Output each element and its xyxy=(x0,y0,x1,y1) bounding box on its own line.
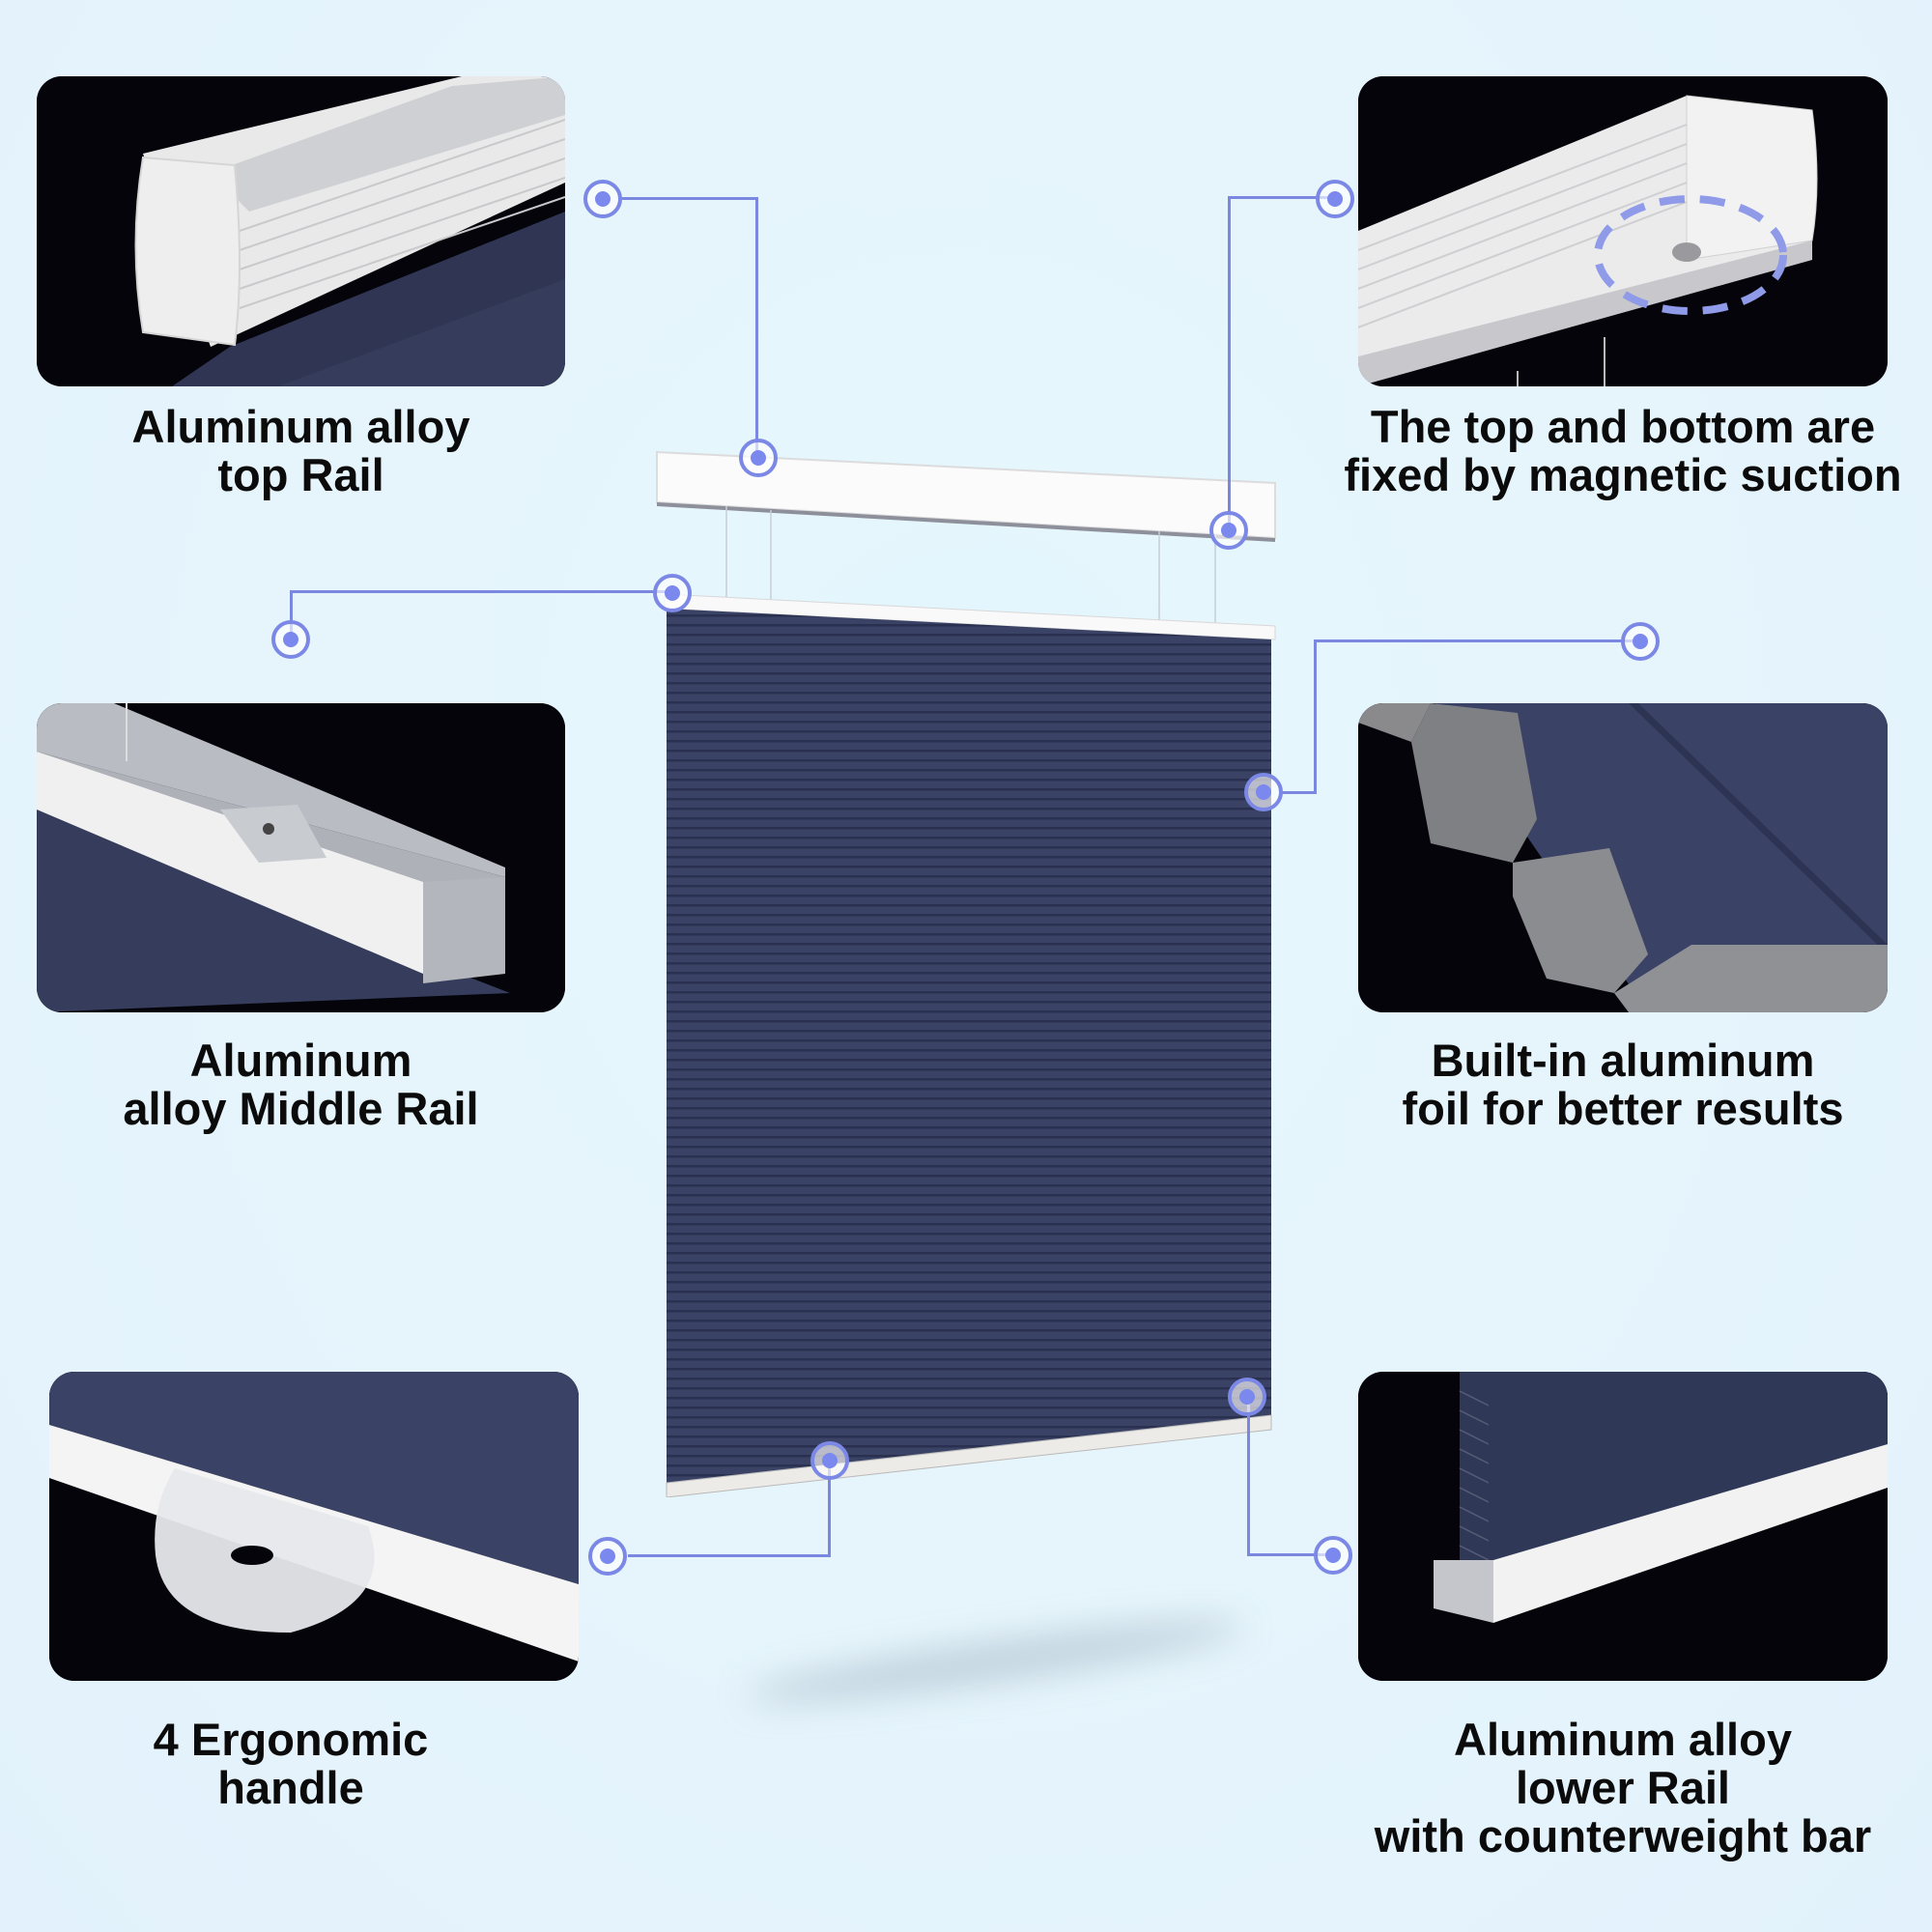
handle-closeup-image xyxy=(49,1372,579,1681)
callout-dot-icon xyxy=(1314,1536,1352,1575)
callout-line xyxy=(1314,639,1317,794)
callout-dot-icon xyxy=(588,1537,627,1576)
handle-caption: 4 Ergonomic handle xyxy=(153,1714,429,1813)
honeycomb-foil-closeup-image xyxy=(1358,703,1888,1012)
callout-line xyxy=(828,1461,831,1557)
middle-rail-closeup-image xyxy=(37,703,565,1012)
middle-rail-caption: Aluminum alloy Middle Rail xyxy=(123,1035,479,1134)
callout-line xyxy=(290,590,672,593)
callout-dot-icon xyxy=(1244,773,1283,811)
lower-rail-closeup-image xyxy=(1358,1372,1888,1681)
top-rail-caption: Aluminum alloy top Rail xyxy=(131,401,470,500)
foil-caption: Built-in aluminum foil for better result… xyxy=(1402,1035,1844,1134)
floor-shadow xyxy=(743,1607,1247,1716)
callout-line xyxy=(1228,196,1231,529)
callout-line xyxy=(290,590,293,639)
callout-line xyxy=(1280,791,1317,794)
callout-line xyxy=(755,197,758,458)
callout-line xyxy=(1247,1553,1334,1556)
cellular-shade-product xyxy=(656,450,1276,1497)
callout-line xyxy=(1247,1399,1250,1556)
callout-line xyxy=(1228,196,1334,199)
callout-line xyxy=(621,197,758,200)
callout-dot-icon xyxy=(271,620,310,659)
callout-dot-icon xyxy=(1316,180,1354,218)
top-rail-closeup-image xyxy=(37,76,565,386)
magnetic-caption: The top and bottom are fixed by magnetic… xyxy=(1344,401,1902,500)
callout-line xyxy=(1314,639,1640,642)
callout-dot-icon xyxy=(653,574,692,612)
callout-dot-icon xyxy=(1228,1378,1266,1416)
lower-rail-caption: Aluminum alloy lower Rail with counterwe… xyxy=(1374,1714,1872,1861)
callout-dot-icon xyxy=(1209,511,1248,550)
callout-line xyxy=(628,1554,831,1557)
callout-dot-icon xyxy=(739,439,778,477)
magnetic-closeup-image xyxy=(1358,76,1888,386)
callout-dot-icon xyxy=(583,180,622,218)
callout-dot-icon xyxy=(1621,622,1660,661)
callout-dot-icon xyxy=(810,1441,849,1480)
